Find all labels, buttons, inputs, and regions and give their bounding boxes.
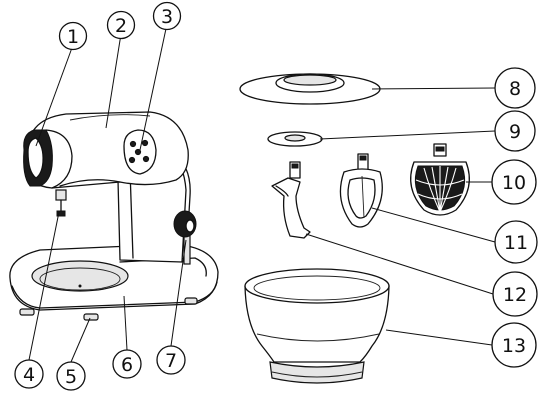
callout-number: 12 (503, 284, 527, 306)
front-cover (23, 129, 73, 189)
callout-6: 6 (112, 349, 142, 379)
seal-disc (267, 131, 323, 147)
callout-number: 7 (165, 350, 177, 372)
stand-mixer (9, 111, 219, 321)
callout-7: 7 (156, 345, 186, 375)
callout-13: 13 (491, 322, 537, 368)
drive-shaft (55, 189, 67, 217)
callout-1: 1 (58, 21, 88, 51)
callout-9: 9 (494, 110, 536, 152)
splash-guard (239, 73, 381, 105)
callout-11: 11 (494, 220, 538, 264)
callout-number: 10 (502, 172, 526, 194)
callout-2: 2 (106, 10, 136, 40)
callout-number: 6 (121, 354, 133, 376)
leader-lines (28, 23, 496, 363)
callout-number: 2 (115, 15, 127, 37)
callout-number: 4 (23, 364, 35, 386)
callout-number: 11 (504, 232, 528, 254)
callout-number: 8 (509, 78, 521, 100)
callout-4: 4 (14, 359, 44, 389)
callout-number: 5 (65, 366, 77, 388)
callout-3: 3 (152, 1, 182, 31)
callout-12: 12 (492, 271, 538, 317)
mixing-bowl (244, 268, 390, 384)
callout-8: 8 (494, 67, 536, 109)
callout-number: 3 (161, 6, 173, 28)
mixer-feet (19, 297, 198, 321)
flat-beater (339, 153, 383, 228)
callout-number: 1 (67, 26, 79, 48)
callout-10: 10 (491, 159, 537, 205)
attachment-outlet (123, 129, 157, 175)
callout-5: 5 (56, 361, 86, 391)
callout-number: 9 (509, 121, 521, 143)
dough-hook (271, 161, 311, 239)
whisk (410, 143, 470, 216)
speed-knob (173, 210, 197, 265)
callout-number: 13 (502, 335, 526, 357)
